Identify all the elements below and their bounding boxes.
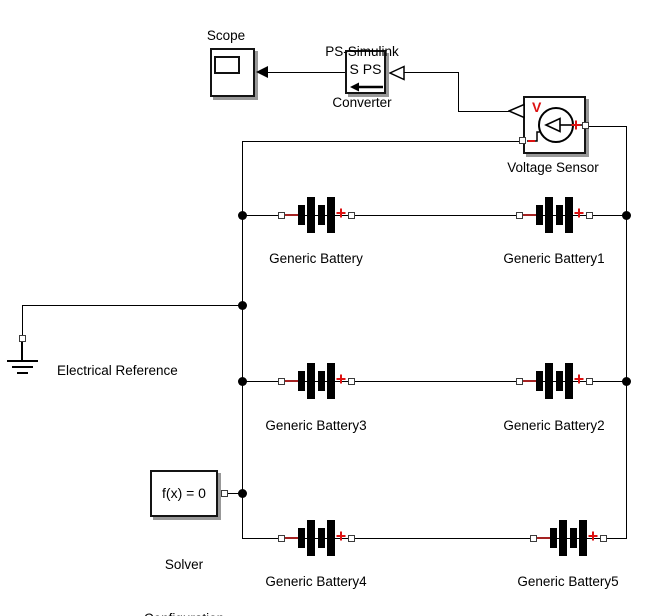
battery-block-generic-battery3[interactable]: [277, 355, 355, 405]
solver-output-port[interactable]: [221, 490, 228, 497]
battery-label: Generic Battery2: [503, 418, 605, 433]
battery-positive-port[interactable]: [348, 378, 355, 385]
voltage-sensor-label: Voltage Sensor: [507, 160, 599, 175]
battery-negative-port[interactable]: [516, 212, 523, 219]
wire-branch-row1[interactable]: [242, 215, 627, 216]
battery-icon: [536, 520, 598, 556]
wire-sensor-to-converter-vertical[interactable]: [458, 72, 459, 111]
junction-dot: [238, 377, 247, 386]
battery-negative-port[interactable]: [278, 378, 285, 385]
ground-bar-3: [17, 372, 28, 374]
junction-dot: [622, 211, 631, 220]
battery-icon: [522, 197, 584, 233]
scope-block[interactable]: [210, 48, 255, 97]
battery-positive-port[interactable]: [348, 212, 355, 219]
scope-input-arrow-icon: [256, 66, 268, 78]
wire-converter-to-scope[interactable]: [268, 72, 345, 73]
battery-negative-port[interactable]: [278, 535, 285, 542]
wire-solver-connection[interactable]: [228, 493, 243, 494]
electrical-reference-label: Electrical Reference: [57, 363, 178, 378]
battery-icon: [284, 363, 346, 399]
sensor-negative-port[interactable]: [519, 137, 526, 144]
wire-ground-vertical[interactable]: [22, 305, 23, 336]
wire-sensor-to-converter-top[interactable]: [404, 72, 458, 73]
junction-dot: [238, 301, 247, 310]
solver-block-text: f(x) = 0: [162, 485, 206, 501]
wire-ground-horizontal[interactable]: [22, 305, 243, 306]
battery-block-generic-battery[interactable]: [277, 189, 355, 239]
battery-icon: [284, 197, 346, 233]
ground-stem: [21, 342, 23, 361]
wire-sensor-negative[interactable]: [242, 141, 520, 142]
battery-negative-port[interactable]: [516, 378, 523, 385]
battery-positive-port[interactable]: [586, 212, 593, 219]
solver-configuration-block[interactable]: f(x) = 0: [150, 470, 218, 517]
battery-icon: [284, 520, 346, 556]
voltage-sensor-icon: V: [527, 99, 585, 143]
battery-label: Generic Battery5: [517, 574, 619, 589]
wire-sensor-to-converter-bottom[interactable]: [458, 111, 509, 112]
scope-label: Scope: [206, 28, 246, 43]
battery-positive-port[interactable]: [600, 535, 607, 542]
wire-left-bus[interactable]: [242, 141, 243, 539]
electrical-reference-port[interactable]: [19, 335, 26, 342]
battery-label: Generic Battery4: [265, 574, 367, 589]
battery-label: Generic Battery1: [503, 251, 605, 266]
solver-configuration-label: Solver Configuration: [144, 557, 224, 616]
converter-ps-input-port-icon[interactable]: [389, 65, 405, 81]
junction-dot: [238, 211, 247, 220]
battery-block-generic-battery1[interactable]: [515, 189, 593, 239]
ground-bar-2: [12, 366, 33, 368]
battery-block-generic-battery2[interactable]: [515, 355, 593, 405]
sensor-positive-port[interactable]: [582, 122, 589, 129]
battery-positive-port[interactable]: [348, 535, 355, 542]
ps-simulink-converter-label: PS-Simulink Converter: [325, 44, 399, 110]
sensor-v-label: V: [532, 99, 542, 115]
battery-block-generic-battery4[interactable]: [277, 512, 355, 562]
junction-dot: [238, 489, 247, 498]
wire-right-bus[interactable]: [626, 126, 627, 539]
sensor-ps-output-port-icon[interactable]: [508, 103, 525, 119]
converter-arrow-icon: [350, 82, 383, 92]
battery-negative-port[interactable]: [530, 535, 537, 542]
battery-negative-port[interactable]: [278, 212, 285, 219]
sensor-negative-lead: [527, 131, 540, 142]
battery-label: Generic Battery3: [265, 418, 367, 433]
battery-label: Generic Battery: [269, 251, 363, 266]
ground-bar-1: [7, 360, 38, 362]
wire-branch-row3[interactable]: [242, 538, 627, 539]
battery-positive-port[interactable]: [586, 378, 593, 385]
wire-branch-row2[interactable]: [242, 381, 627, 382]
wire-sensor-positive[interactable]: [588, 126, 626, 127]
converter-port-text: S PS: [349, 61, 382, 77]
battery-block-generic-battery5[interactable]: [529, 512, 607, 562]
scope-display-icon: [214, 56, 240, 74]
junction-dot: [622, 377, 631, 386]
battery-icon: [522, 363, 584, 399]
